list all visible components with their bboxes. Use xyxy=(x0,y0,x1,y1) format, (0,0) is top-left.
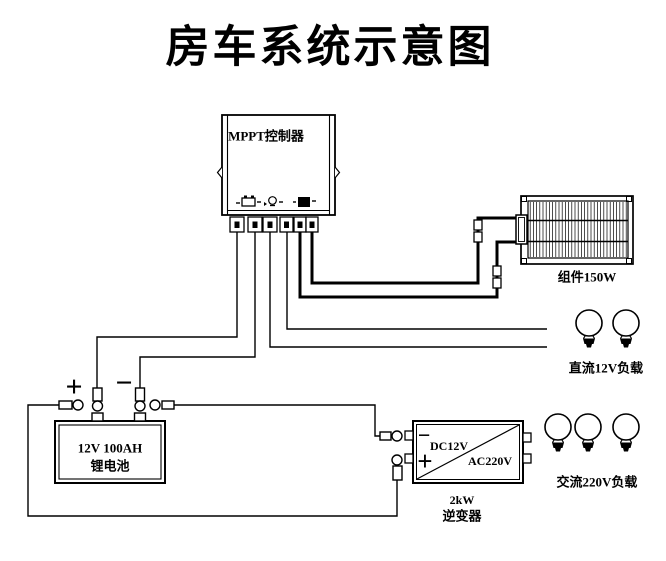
battery-negative-sign: − xyxy=(115,367,132,400)
dc-load-label: 直流12V负载 xyxy=(569,361,643,376)
battery-type: 锂电池 xyxy=(90,459,129,474)
battery-positive-post xyxy=(91,387,104,422)
mppt-terminal xyxy=(247,216,263,233)
solar-cell-stripes xyxy=(529,202,627,257)
battery-icon xyxy=(236,195,261,207)
inverter-name-label: 逆变器 xyxy=(442,509,482,524)
bulb-icon xyxy=(575,309,603,348)
bulb-icon xyxy=(544,413,572,452)
terminal-mark xyxy=(309,221,315,228)
wire-battery-negative xyxy=(139,232,256,389)
mppt-terminal xyxy=(262,216,278,233)
inverter-ac-label: AC220V xyxy=(468,454,512,468)
battery: 12V 100AH 锂电池 + − xyxy=(54,367,166,484)
bulb-icon xyxy=(574,413,602,452)
wiring xyxy=(27,216,547,517)
lamp-icon xyxy=(264,196,283,207)
wire-pv-2 xyxy=(310,216,520,285)
bulb-icon xyxy=(612,309,640,348)
wire-dc-load-1 xyxy=(286,232,547,330)
solar-panel-label: 组件150W xyxy=(558,270,617,285)
cable-lug xyxy=(149,399,175,411)
mppt-terminal xyxy=(279,216,294,233)
mppt-label: MPPT控制器 xyxy=(228,129,305,144)
terminal-mark xyxy=(267,221,273,228)
fuse-holder xyxy=(391,454,403,481)
inverter-diagonal xyxy=(416,424,520,480)
mppt-side-notch xyxy=(216,166,223,179)
page-title: 房车系统示意图 xyxy=(166,23,495,72)
inverter-power-label: 2kW xyxy=(450,493,475,507)
wire-pv-1 xyxy=(298,232,520,299)
terminal-mark xyxy=(252,221,258,228)
mppt-terminal xyxy=(229,216,245,233)
battery-body xyxy=(54,420,166,484)
junction-box xyxy=(515,214,528,245)
ac-load-label: 交流220V负载 xyxy=(557,475,638,490)
wire-battery-positive xyxy=(96,232,238,389)
cable-lug xyxy=(379,430,403,442)
mppt-side-notch xyxy=(334,166,341,179)
wire-dc-load-2 xyxy=(269,232,547,348)
inverter-dc-terminals xyxy=(404,430,414,464)
terminal-mark xyxy=(297,221,303,228)
pv-module-icon xyxy=(293,197,316,207)
mppt-terminal xyxy=(293,216,307,233)
cable-lug xyxy=(58,399,84,411)
solar-panel: 组件150W xyxy=(515,195,634,285)
mppt-body xyxy=(221,114,336,216)
mppt-terminal xyxy=(305,216,319,233)
battery-capacity: 12V 100AH xyxy=(78,441,142,456)
terminal-mark xyxy=(234,221,240,228)
inverter-plus-sign: + xyxy=(417,446,432,476)
mc4-connector xyxy=(473,219,483,243)
battery-positive-sign: + xyxy=(65,371,82,404)
inverter-minus-sign: − xyxy=(418,423,431,448)
dc-load-bulbs xyxy=(575,309,640,348)
bulb-icon xyxy=(612,413,640,452)
dc-loads: 直流12V负载 xyxy=(569,309,643,376)
inverter: DC12V AC220V − + 2kW 逆变器 xyxy=(404,420,532,524)
wire-battery-to-inverter-positive xyxy=(27,404,398,517)
mppt-controller: MPPT控制器 xyxy=(216,114,341,233)
mc4-connector xyxy=(492,265,502,289)
ac-loads: 交流220V负载 xyxy=(544,413,640,490)
mppt-terminal-block xyxy=(229,216,319,233)
wire-battery-to-inverter-negative xyxy=(174,404,380,437)
frame-corner-marks xyxy=(521,196,632,264)
inverter-dc-label: DC12V xyxy=(430,439,468,453)
battery-negative-post xyxy=(133,387,147,422)
ac-load-bulbs xyxy=(544,413,640,452)
terminal-mark xyxy=(284,221,289,228)
inverter-ac-terminals xyxy=(522,432,532,464)
